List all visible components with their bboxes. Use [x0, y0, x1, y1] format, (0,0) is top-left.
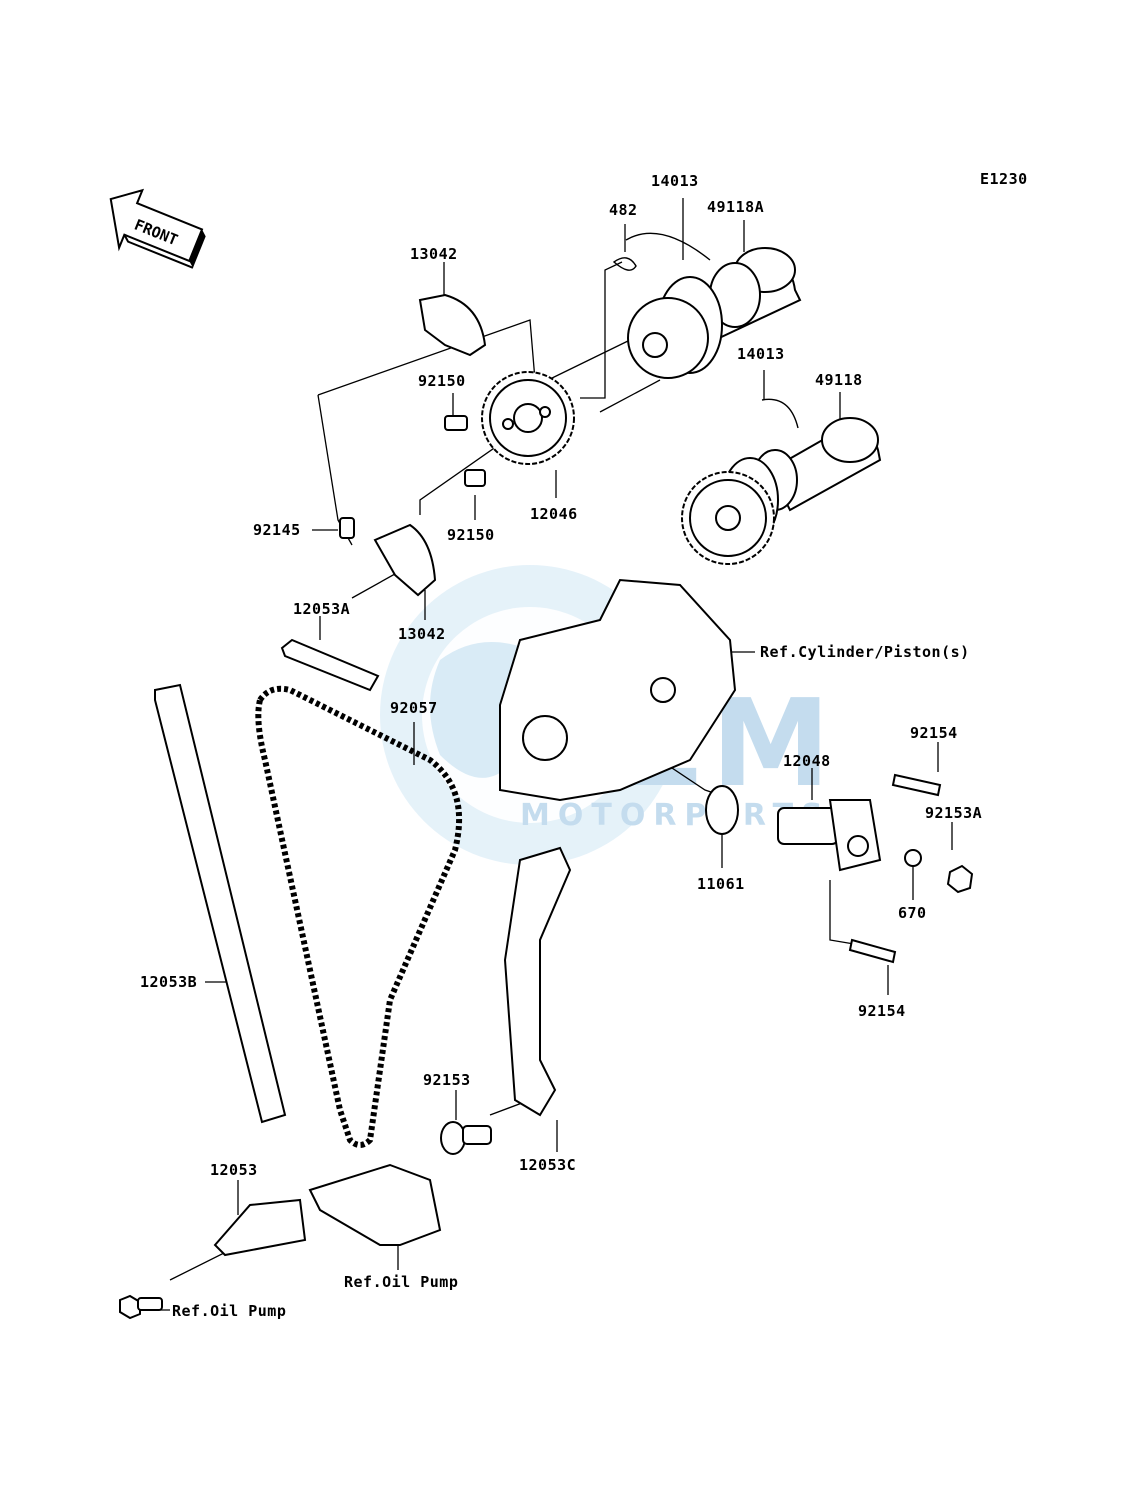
label-49118A: 49118A	[707, 198, 764, 216]
label-92154-top: 92154	[910, 724, 958, 742]
label-482: 482	[609, 201, 638, 219]
label-92057: 92057	[390, 699, 438, 717]
label-92153A: 92153A	[925, 804, 982, 822]
bolt-oil-pump	[119, 1294, 163, 1320]
watermark-sub: MOTORPARTS	[520, 798, 831, 833]
bolt-92150-top	[444, 415, 468, 431]
label-12046: 12046	[530, 505, 578, 523]
label-92145: 92145	[253, 521, 301, 539]
label-12053C: 12053C	[519, 1156, 576, 1174]
label-ref-oil-pump-1: Ref.Oil Pump	[344, 1273, 458, 1291]
label-14013-top: 14013	[651, 172, 699, 190]
label-13042-top: 13042	[410, 245, 458, 263]
weight-13042-top	[418, 293, 487, 357]
cylinder-ref	[499, 578, 737, 802]
bolt-92154-top	[891, 773, 942, 797]
camshaft-49118A	[625, 232, 802, 379]
label-ref-oil-pump-2: Ref.Oil Pump	[172, 1302, 286, 1320]
part-labels: 14013 49118A 482 13042 92150 14013 49118…	[140, 172, 982, 1320]
cam-chain-92057	[255, 685, 463, 1148]
front-arrow-icon: FRONT	[109, 188, 206, 269]
label-12048: 12048	[783, 752, 831, 770]
tensioner-12048	[777, 799, 882, 872]
o-ring-670	[904, 849, 922, 867]
diagram-code: E1230	[980, 170, 1028, 188]
label-92154-bottom: 92154	[858, 1002, 906, 1020]
guide-12053B	[154, 683, 287, 1124]
label-11061: 11061	[697, 875, 745, 893]
label-92150-bottom: 92150	[447, 526, 495, 544]
label-670: 670	[898, 904, 927, 922]
label-12053A: 12053A	[293, 600, 350, 618]
spring-92145	[339, 517, 355, 539]
label-49118: 49118	[815, 371, 863, 389]
oil-pump-ref	[308, 1163, 442, 1246]
guide-12053C	[503, 846, 572, 1117]
bracket-12053	[213, 1198, 307, 1257]
bolt-92154-bottom	[848, 938, 897, 964]
gasket-11061	[705, 785, 739, 835]
label-13042-bottom: 13042	[398, 625, 446, 643]
clip-482	[612, 257, 637, 271]
label-12053: 12053	[210, 1161, 258, 1179]
label-92153: 92153	[423, 1071, 471, 1089]
bolt-92153	[440, 1121, 492, 1155]
label-ref-cylinder: Ref.Cylinder/Piston(s)	[760, 643, 970, 661]
guide-12053A	[280, 638, 380, 692]
camshaft-49118	[681, 398, 882, 565]
label-12053B: 12053B	[140, 973, 197, 991]
label-92150-top: 92150	[418, 372, 466, 390]
label-14013-mid: 14013	[737, 345, 785, 363]
sprocket-12046	[481, 371, 575, 465]
weight-13042-bottom	[373, 523, 437, 597]
bolt-92150-bottom	[464, 469, 486, 487]
nut-92153A	[946, 864, 974, 894]
